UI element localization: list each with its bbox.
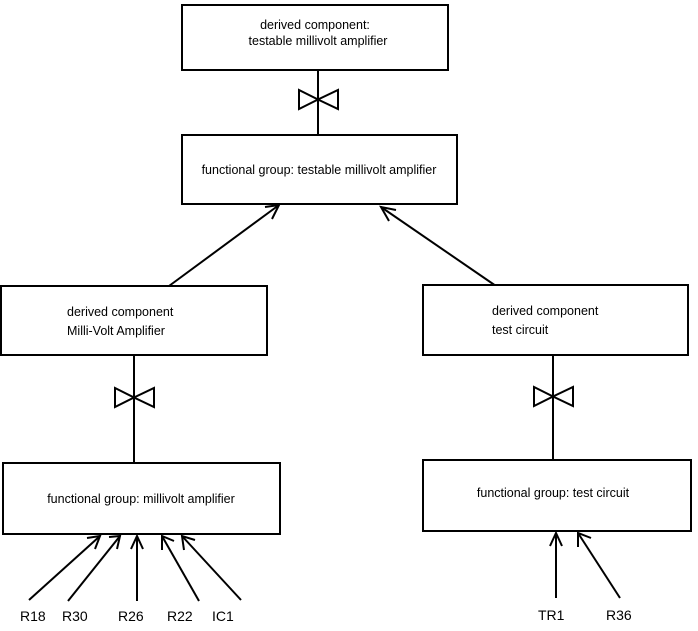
- leaf-label-tr1: TR1: [538, 607, 565, 623]
- leaf-label-r30: R30: [62, 608, 88, 624]
- arrow-head: [161, 534, 175, 550]
- box-label-line-1: derived component:: [260, 18, 370, 32]
- arrow-head: [264, 203, 281, 220]
- arrow-head: [577, 531, 592, 547]
- box-label-line-1: derived component: [67, 305, 174, 319]
- box-label-line-2: testable millivolt amplifier: [249, 34, 388, 48]
- box-label-line-1: functional group: test circuit: [477, 486, 630, 500]
- arrow-shaft: [161, 535, 200, 602]
- box-derived-milli-volt-amplifier[interactable]: derived component Milli-Volt Amplifier: [0, 285, 268, 356]
- arrow-head: [379, 205, 397, 222]
- bowtie-icon: [298, 88, 339, 111]
- box-outline: [181, 4, 449, 71]
- arrow-head: [549, 530, 563, 547]
- arrow-head: [86, 534, 102, 550]
- arrow-shaft: [28, 535, 101, 601]
- box-outline: [422, 459, 692, 532]
- leaf-label-r36: R36: [606, 607, 632, 623]
- leaf-label-r26: R26: [118, 608, 144, 624]
- arrow-shaft: [380, 206, 497, 287]
- arrow-head: [180, 534, 196, 551]
- arrow-shaft: [67, 535, 121, 602]
- leaf-arrow-r30: R30: [62, 534, 122, 624]
- leaf-arrow-ic1: IC1: [180, 534, 242, 624]
- box-group: derived component: testable millivolt am…: [0, 4, 692, 535]
- arrow-test-circuit-to-testable-group: [379, 205, 497, 287]
- arrow-head: [108, 534, 122, 550]
- leaf-label-ic1: IC1: [212, 608, 234, 624]
- leaf-label-r22: R22: [167, 608, 193, 624]
- box-outline: [2, 462, 281, 535]
- box-label-line-2: Milli-Volt Amplifier: [67, 324, 165, 338]
- box-label-line-1: derived component: [492, 304, 599, 318]
- bowtie-icon: [533, 385, 574, 408]
- leaf-arrow-r26: R26: [118, 533, 144, 624]
- leaf-arrow-r36: R36: [577, 531, 632, 623]
- arrow-shaft: [181, 535, 242, 601]
- leaf-label-r18: R18: [20, 608, 46, 624]
- box-derived-test-circuit[interactable]: derived component test circuit: [422, 284, 689, 356]
- arrow-shaft: [577, 532, 621, 599]
- box-functional-group-millivolt-amplifier[interactable]: functional group: millivolt amplifier: [2, 462, 281, 535]
- connector-group: [114, 70, 574, 464]
- arrow-head: [130, 533, 144, 550]
- leaf-arrow-group: R18 R30 R26 R22 IC1: [20, 530, 632, 624]
- connector-top-derived-to-functional: [298, 70, 339, 135]
- box-derived-testable-millivolt-amplifier[interactable]: derived component: testable millivolt am…: [181, 4, 449, 71]
- connector-right-derived-to-functional: [533, 355, 574, 461]
- leaf-arrow-r18: R18: [20, 534, 102, 624]
- arrow-shaft: [168, 204, 280, 287]
- arrow-milli-volt-amplifier-to-testable-group: [168, 203, 281, 287]
- box-functional-group-test-circuit[interactable]: functional group: test circuit: [422, 459, 692, 532]
- box-outline: [422, 284, 689, 356]
- bowtie-icon: [114, 386, 155, 409]
- box-functional-group-testable-millivolt-amplifier[interactable]: functional group: testable millivolt amp…: [181, 134, 458, 205]
- leaf-arrow-tr1: TR1: [538, 530, 565, 623]
- box-outline: [181, 134, 458, 205]
- aggregation-arrow-group: [168, 203, 497, 287]
- box-label-line-2: test circuit: [492, 323, 549, 337]
- box-label-line-1: functional group: testable millivolt amp…: [202, 163, 437, 177]
- box-label-line-1: functional group: millivolt amplifier: [47, 492, 235, 506]
- box-outline: [0, 285, 268, 356]
- connector-left-derived-to-functional: [114, 355, 155, 464]
- leaf-arrow-r22: R22: [161, 534, 200, 624]
